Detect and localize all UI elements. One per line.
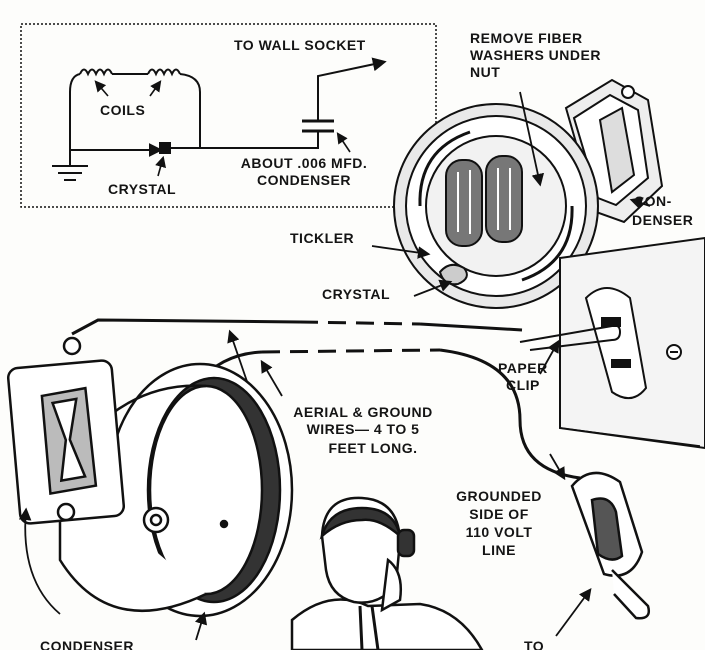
condenser-right-line2: DENSER xyxy=(632,212,694,228)
wires-line2: WIRES— 4 TO 5 xyxy=(306,421,420,437)
coil-left-icon xyxy=(79,68,113,77)
coil-right-icon xyxy=(147,68,181,77)
grounded-line4: LINE xyxy=(482,542,516,558)
schematic-crystal-label: CRYSTAL xyxy=(108,181,177,197)
grounded-line3: 110 VOLT xyxy=(465,524,533,540)
wires-line3: FEET LONG. xyxy=(328,440,418,456)
grounded-line1: GROUNDED xyxy=(456,488,542,504)
ground-symbol xyxy=(52,150,88,181)
bell-unit-open xyxy=(371,78,664,309)
remove-washers-line1: REMOVE FIBER xyxy=(470,30,583,46)
paper-clip-line1: PAPER xyxy=(498,360,548,376)
to-bottom-label: TO xyxy=(524,638,545,650)
crystal-label: CRYSTAL xyxy=(322,286,391,302)
grounded-line2: SIDE OF xyxy=(469,506,529,522)
capacitor-symbol xyxy=(302,119,334,133)
schematic-inset xyxy=(20,23,437,208)
bell-unit-closed xyxy=(6,336,294,641)
condenser-right-line1: CON- xyxy=(634,193,672,209)
condenser-name-label: CONDENSER xyxy=(257,172,351,188)
coils-label: COILS xyxy=(100,102,146,118)
wall-outlet xyxy=(519,236,705,450)
condenser-value-label: ABOUT .006 MFD. xyxy=(240,155,368,171)
man-with-headphones xyxy=(290,496,484,650)
wires-line1: AERIAL & GROUND xyxy=(293,404,433,420)
paper-clip-icon xyxy=(519,324,622,351)
alligator-clip-icon xyxy=(549,453,650,637)
condenser-bottom-label: CONDENSER xyxy=(40,638,134,650)
remove-washers-line3: NUT xyxy=(470,64,501,80)
tickler-label: TICKLER xyxy=(290,230,355,246)
to-wall-socket-label: TO WALL SOCKET xyxy=(234,37,366,53)
paper-clip-line2: CLIP xyxy=(506,377,540,393)
remove-washers-line2: WASHERS UNDER xyxy=(470,47,601,63)
